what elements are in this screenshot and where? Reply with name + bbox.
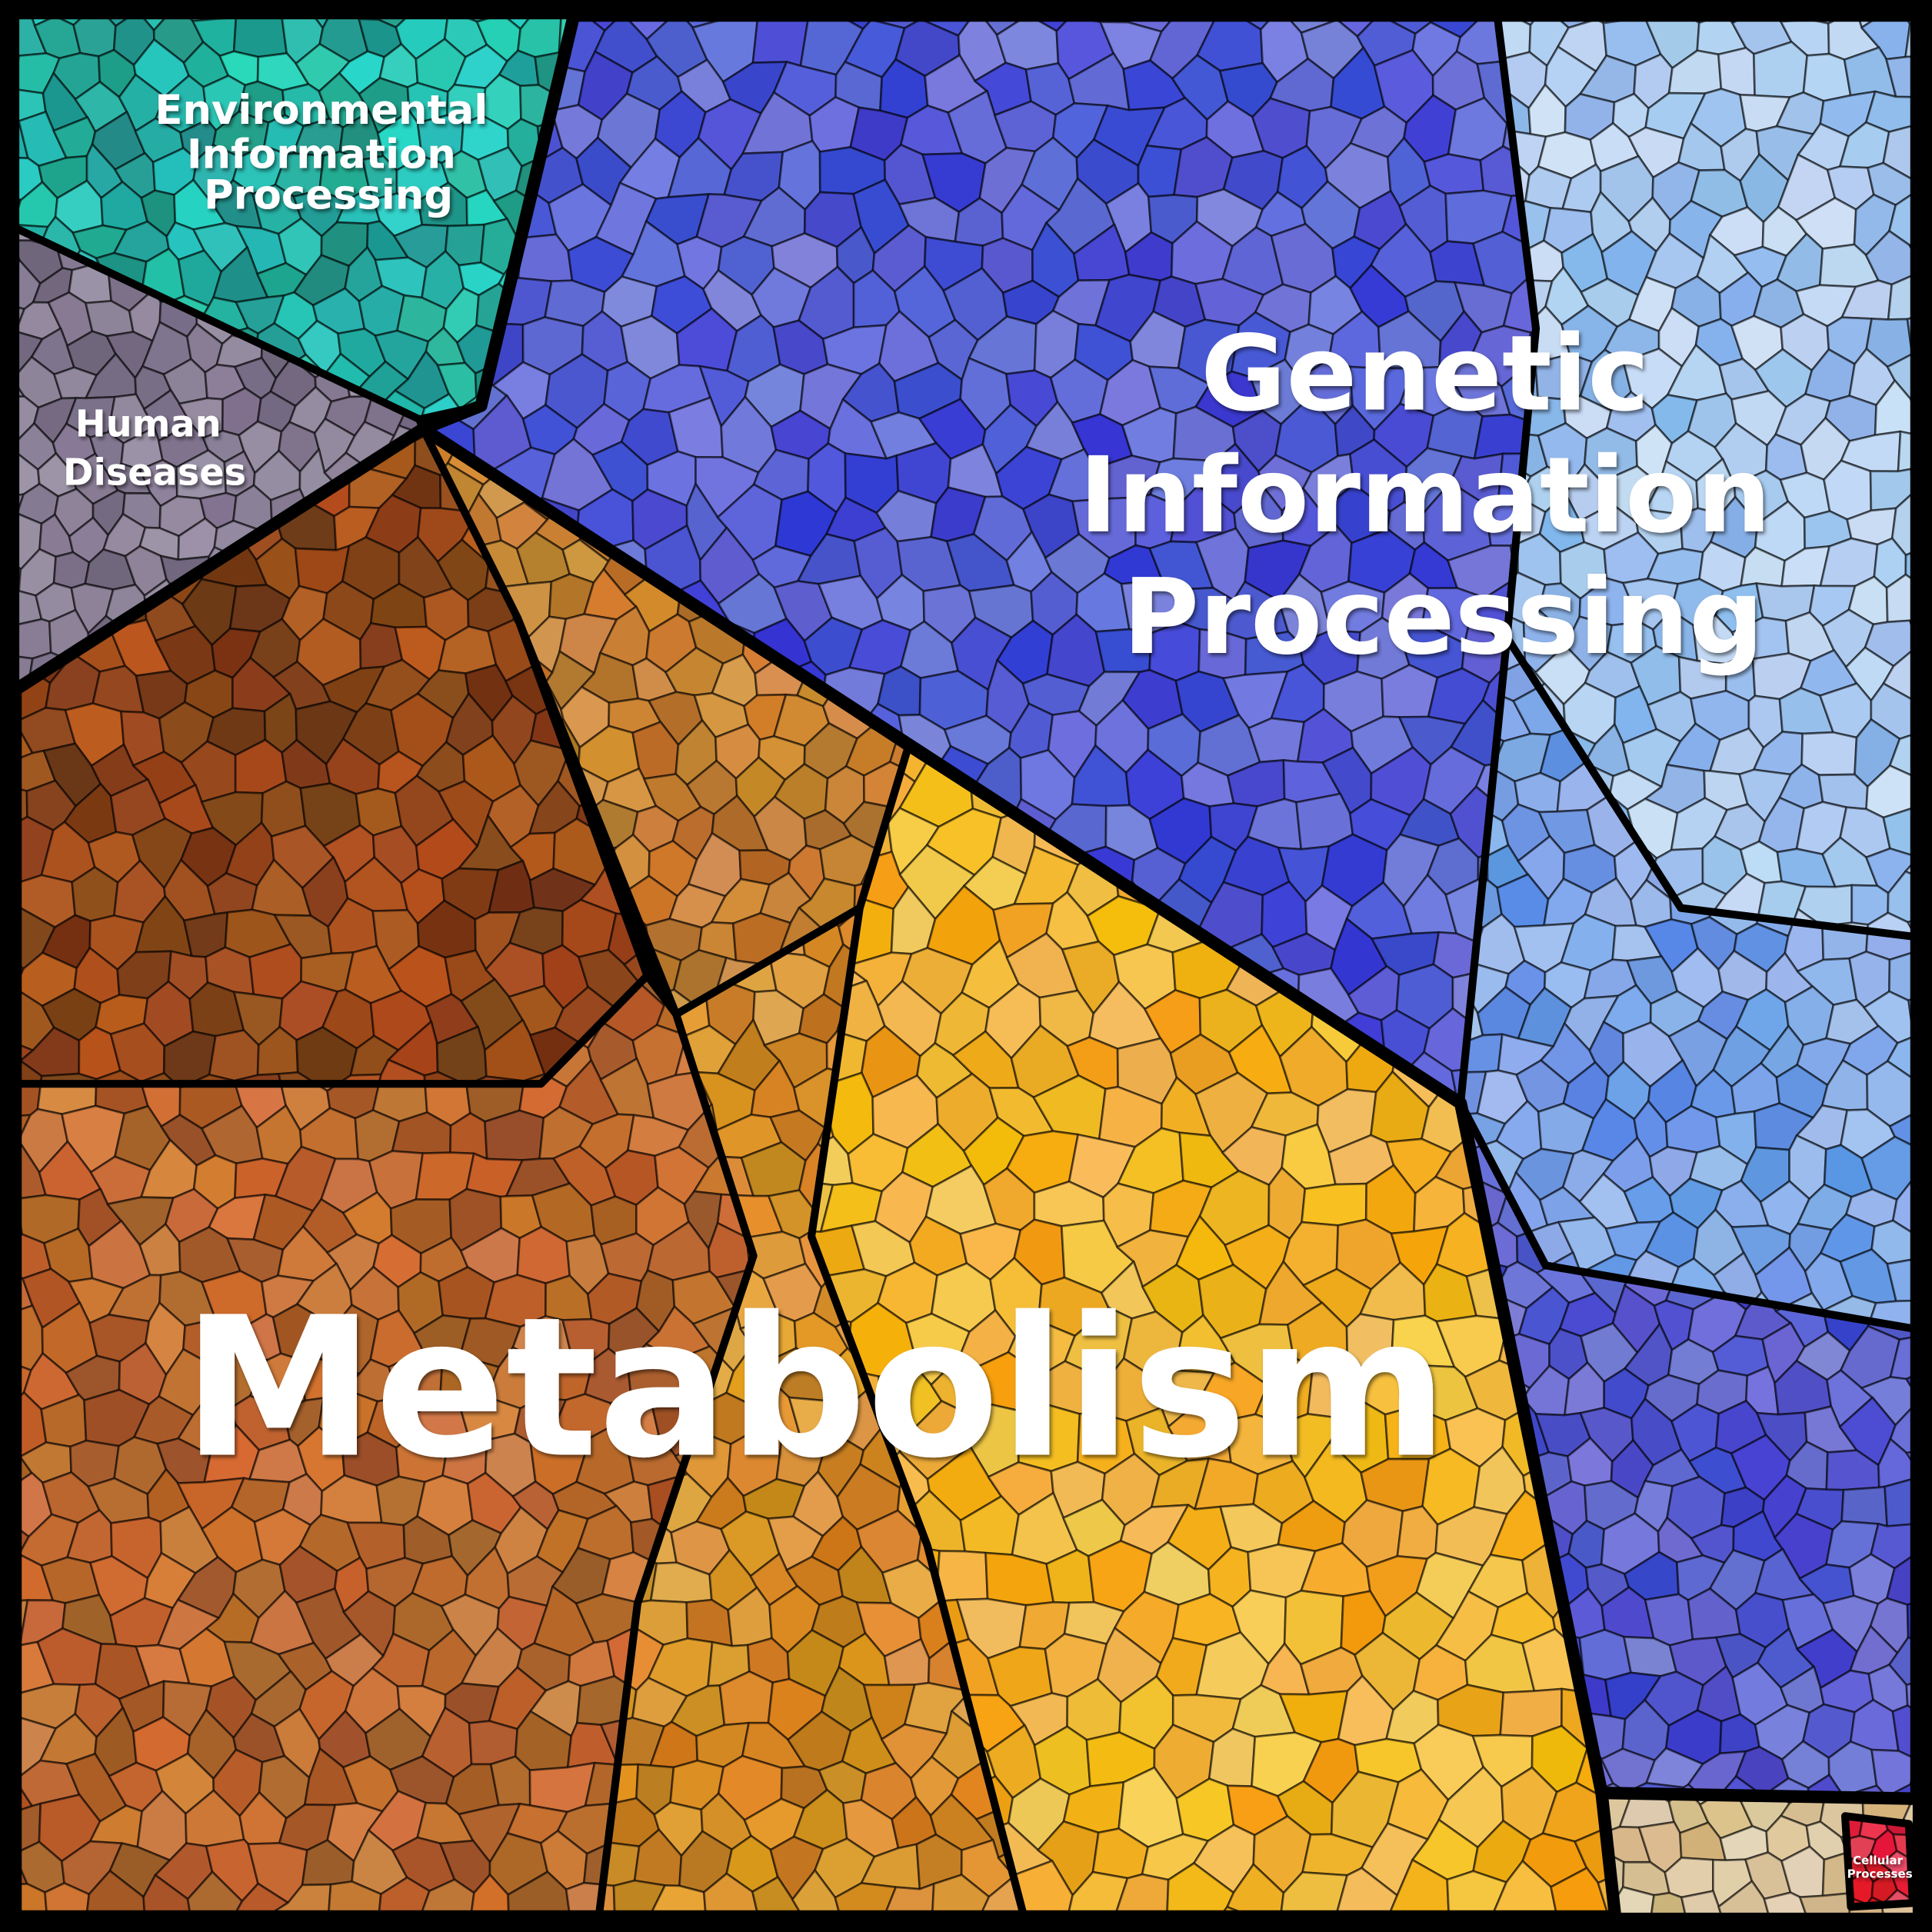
mosaic-cell (1247, 717, 1305, 764)
label-line: Metabolism (182, 1277, 1448, 1501)
mosaic-cell (1717, 46, 1757, 97)
region-labels: Environmental Information Processing Hum… (63, 87, 1913, 1881)
label-line: Processes (1847, 1867, 1913, 1881)
label-human-diseases: Human Diseases (63, 404, 246, 495)
mosaic-cell (1882, 805, 1917, 858)
region-genetic_light-cells (1497, 15, 1917, 938)
mosaic-cell (1907, 908, 1917, 938)
mosaic-cell (1904, 539, 1917, 595)
mosaic-cell (934, 1550, 989, 1603)
mosaic-cell (1905, 1444, 1917, 1491)
label-environmental-information-processing: Environmental Information Processing (155, 87, 501, 219)
mosaic-cell (208, 1029, 260, 1082)
label-line: Information (187, 132, 456, 178)
mosaic-cell (1906, 309, 1917, 368)
mosaic-cell (1905, 1362, 1917, 1424)
mosaic-cell (1904, 15, 1917, 58)
label-line: Information (1079, 435, 1771, 556)
region-cellular-border (1840, 1812, 1917, 1911)
mosaic-cell (489, 1755, 531, 1807)
mosaic-cell (1301, 1182, 1368, 1227)
label-line: Cellular (1853, 1854, 1904, 1867)
label-metabolism: Metabolism (182, 1277, 1448, 1501)
mosaic-cell (1521, 324, 1537, 381)
mosaic-cell (278, 1071, 331, 1084)
mosaic-cell (1908, 235, 1917, 289)
mosaic-cell (1840, 1485, 1889, 1527)
mosaic-cell (1905, 1673, 1917, 1722)
mosaic-cell (1909, 614, 1917, 661)
label-line: Processing (204, 172, 453, 218)
mosaic-cell (1597, 1863, 1616, 1917)
label-line: Diseases (63, 452, 246, 495)
mosaic-cell (1907, 982, 1917, 1038)
label-line: Processing (1123, 556, 1764, 678)
mosaic-cell (484, 1109, 545, 1161)
label-line: Genetic (1201, 313, 1650, 435)
label-line: Environmental (155, 87, 488, 134)
mosaic-cell (1906, 1592, 1917, 1647)
mosaic-cell (1802, 52, 1852, 102)
mosaic-cell (751, 17, 809, 68)
label-cellular-processes: Cellular Processes (1847, 1854, 1913, 1881)
label-genetic-information-processing: Genetic Information Processing (1079, 313, 1807, 678)
label-line: Human (75, 404, 222, 446)
region-genetic_light (1493, 12, 1920, 941)
mosaic-cell (423, 1071, 471, 1084)
